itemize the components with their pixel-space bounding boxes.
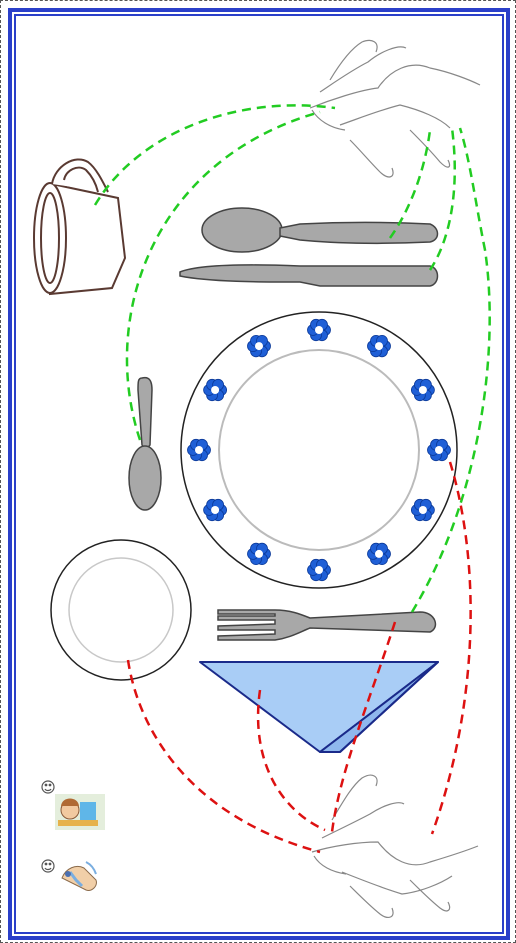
flower-decoration [367, 334, 391, 358]
flower-decoration [247, 542, 271, 565]
legend-smiley-icon-2 [41, 859, 55, 873]
flower-decoration [203, 498, 228, 522]
dessert-spoon-icon [128, 376, 162, 511]
dinner-plate-icon [180, 311, 458, 589]
worksheet-frame [8, 8, 510, 940]
flower-decoration [187, 438, 211, 462]
plate-flower-decorations [187, 318, 451, 582]
knife-icon [179, 264, 439, 287]
flower-decoration [307, 558, 331, 582]
flower-decoration [427, 438, 451, 462]
legend-hand-washing-icon [58, 856, 104, 904]
legend-child-icon [55, 794, 105, 830]
flower-decoration [367, 542, 391, 565]
red-matching-lines [126, 461, 472, 854]
top-hand-icon [309, 39, 481, 178]
flower-decoration [203, 378, 228, 402]
flower-decoration [247, 334, 271, 358]
green-matching-lines [93, 104, 491, 613]
flower-decoration [410, 378, 435, 402]
flower-decoration [410, 498, 435, 522]
flower-decoration [307, 318, 331, 342]
side-plate-icon [50, 539, 192, 681]
cup-icon [33, 158, 127, 296]
spoon-icon [201, 207, 439, 253]
bottom-hand-icon [311, 774, 479, 918]
legend-smiley-icon [41, 780, 55, 794]
napkin-icon [199, 661, 439, 753]
fork-icon [217, 609, 437, 641]
